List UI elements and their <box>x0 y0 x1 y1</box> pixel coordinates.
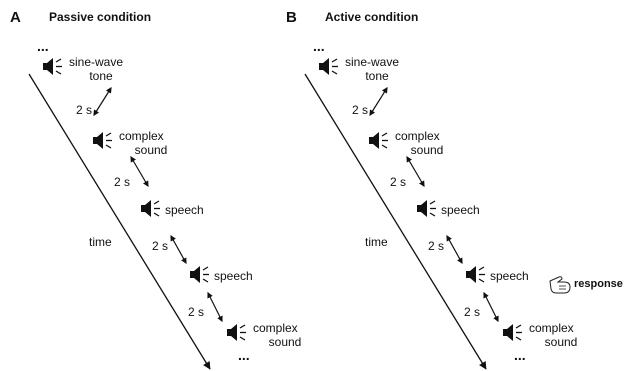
time-label: time <box>365 235 388 249</box>
ellipsis-bottom: ... <box>514 347 526 363</box>
interval-arrow <box>207 291 223 323</box>
stimulus-label: speech <box>490 269 529 283</box>
interval-label: 2 s <box>114 175 130 189</box>
time-axis <box>28 73 211 370</box>
interval-arrow <box>369 86 388 117</box>
interval-arrow <box>446 234 463 265</box>
panel-title: Active condition <box>325 10 418 24</box>
stimulus-label: sound <box>269 335 302 349</box>
stimulus-label: tone <box>89 69 113 83</box>
stimulus-label: sound <box>135 143 168 157</box>
time-label: time <box>89 235 112 249</box>
speaker-icon <box>93 132 112 149</box>
ellipsis-bottom: ... <box>238 347 250 363</box>
interval-arrow <box>130 155 149 188</box>
stimulus: speech <box>141 200 204 217</box>
stimulus-label: speech <box>165 203 204 217</box>
interval-arrow <box>483 291 499 323</box>
panel-letter: A <box>10 9 21 26</box>
ellipsis-top: ... <box>37 38 49 54</box>
interval-label: 2 s <box>152 239 168 253</box>
ellipsis-top: ... <box>313 38 325 54</box>
speaker-icon <box>227 324 246 341</box>
panel-letter: B <box>286 9 297 26</box>
stimulus-label: sound <box>411 143 444 157</box>
speaker-icon <box>369 132 388 149</box>
speaker-icon <box>503 324 522 341</box>
speaker-icon <box>466 266 485 283</box>
pointing-hand-icon <box>549 276 571 294</box>
interval-label: 2 s <box>188 305 204 319</box>
stimulus-label: complex <box>253 321 298 335</box>
stimulus: speech response <box>466 266 623 294</box>
panel-title: Passive condition <box>49 10 151 24</box>
interval-label: 2 s <box>464 305 480 319</box>
interval-arrow <box>93 86 112 117</box>
speaker-icon <box>43 58 62 75</box>
stimulus-label: sine-wave <box>69 55 123 69</box>
stimulus-label: complex <box>119 129 164 143</box>
stimulus-label: sine-wave <box>345 55 399 69</box>
stimulus-label: complex <box>395 129 440 143</box>
interval-label: 2 s <box>428 239 444 253</box>
interval-arrow <box>406 155 425 188</box>
interval-label: 2 s <box>390 175 406 189</box>
stimulus-label: complex <box>529 321 574 335</box>
interval-arrow <box>170 234 187 265</box>
response-label: response <box>574 278 623 290</box>
speaker-icon <box>141 200 160 217</box>
speaker-icon <box>417 200 436 217</box>
stimulus-label: sound <box>545 335 578 349</box>
speaker-icon <box>319 58 338 75</box>
speaker-icon <box>190 266 209 283</box>
stimulus-label: speech <box>214 269 253 283</box>
stimulus-label: tone <box>365 69 389 83</box>
time-axis <box>304 73 487 370</box>
stimulus: speech <box>190 266 253 283</box>
stimulus-label: speech <box>441 203 480 217</box>
interval-label: 2 s <box>352 103 368 117</box>
stimulus: speech <box>417 200 480 217</box>
interval-label: 2 s <box>76 103 92 117</box>
